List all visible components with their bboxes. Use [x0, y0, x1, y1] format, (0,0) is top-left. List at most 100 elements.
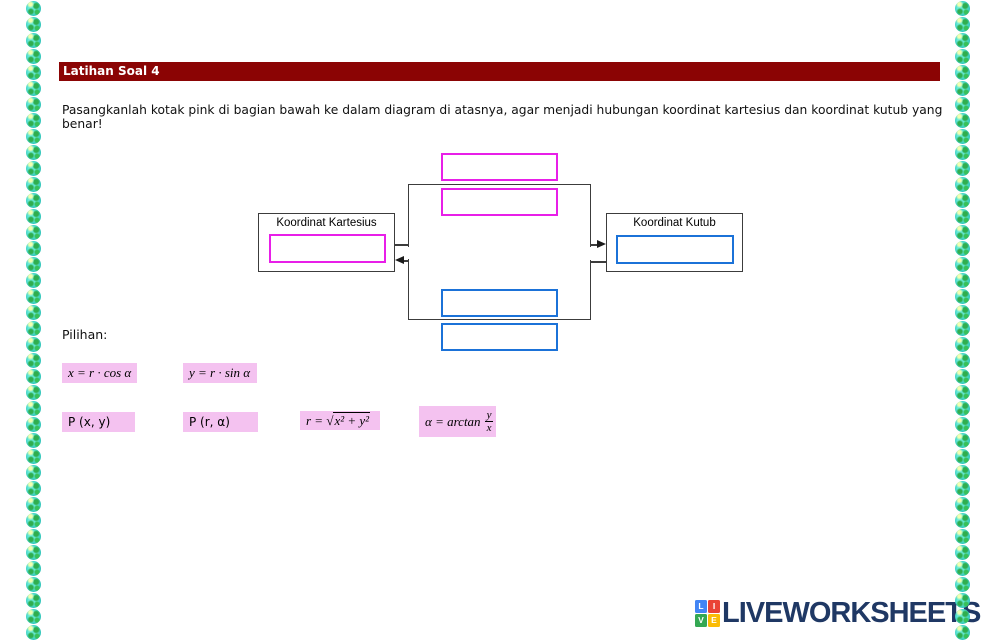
- globe-bead-icon: [26, 81, 41, 96]
- globe-bead-icon: [955, 577, 970, 592]
- globe-bead-icon: [955, 433, 970, 448]
- globe-bead-icon: [955, 209, 970, 224]
- globe-bead-icon: [26, 161, 41, 176]
- globe-bead-icon: [955, 273, 970, 288]
- globe-bead-icon: [955, 81, 970, 96]
- globe-bead-icon: [26, 545, 41, 560]
- globe-bead-icon: [26, 353, 41, 368]
- option-p-xy[interactable]: P (x, y): [62, 412, 135, 432]
- fraction-y-over-x: y x: [484, 408, 494, 434]
- connector-kutub-in-line: [591, 244, 599, 246]
- globe-bead-icon: [955, 289, 970, 304]
- globe-bead-icon: [26, 33, 41, 48]
- connector-kartesius-out: [395, 244, 409, 246]
- globe-bead-icon: [955, 609, 970, 624]
- globe-bead-icon: [955, 33, 970, 48]
- globe-bead-icon: [955, 305, 970, 320]
- globe-bead-icon: [955, 321, 970, 336]
- globe-bead-icon: [955, 529, 970, 544]
- globe-bead-icon: [26, 481, 41, 496]
- kartesius-node-label: Koordinat Kartesius: [276, 217, 377, 229]
- kartesius-drop-slot[interactable]: [269, 234, 386, 263]
- liveworksheets-logo-text: LIVEWORKSHEETS: [722, 597, 981, 629]
- globe-bead-icon: [955, 561, 970, 576]
- globe-bead-icon: [955, 497, 970, 512]
- instruction-text: Pasangkanlah kotak pink di bagian bawah …: [62, 103, 943, 131]
- logo-square-e: E: [708, 613, 720, 627]
- globe-bead-icon: [26, 129, 41, 144]
- globe-bead-icon: [26, 385, 41, 400]
- globe-bead-icon: [955, 481, 970, 496]
- globe-bead-icon: [26, 65, 41, 80]
- globe-bead-icon: [955, 241, 970, 256]
- globe-bead-icon: [955, 465, 970, 480]
- top-drop-slot-1[interactable]: [441, 153, 558, 181]
- globe-bead-icon: [955, 193, 970, 208]
- kutub-drop-slot[interactable]: [616, 235, 734, 264]
- globe-bead-icon: [26, 177, 41, 192]
- connector-kutub-out: [591, 261, 606, 263]
- globe-bead-icon: [955, 337, 970, 352]
- globe-bead-icon: [26, 1, 41, 16]
- option-p-r-alpha[interactable]: P (r, α): [183, 412, 258, 432]
- globe-bead-icon: [26, 145, 41, 160]
- globe-bead-icon: [26, 321, 41, 336]
- option-y-equals-rsin[interactable]: y = r · sin α: [183, 363, 257, 383]
- globe-bead-icon: [26, 577, 41, 592]
- globe-bead-icon: [955, 1, 970, 16]
- globe-bead-icon: [955, 625, 970, 640]
- globe-bead-icon: [26, 417, 41, 432]
- loop-right-gap: [589, 247, 594, 260]
- bottom-drop-slot-2[interactable]: [441, 323, 558, 351]
- kartesius-node: Koordinat Kartesius: [258, 213, 395, 272]
- globe-bead-icon: [26, 241, 41, 256]
- logo-square-i: I: [708, 599, 720, 613]
- globe-bead-icon: [26, 113, 41, 128]
- options-label: Pilihan:: [62, 327, 108, 342]
- globe-bead-icon: [26, 401, 41, 416]
- globe-bead-icon: [955, 177, 970, 192]
- connector-kartesius-in-line: [402, 260, 409, 262]
- loop-left-gap: [406, 247, 411, 259]
- globe-bead-icon: [26, 625, 41, 640]
- globe-bead-icon: [955, 225, 970, 240]
- globe-bead-icon: [26, 561, 41, 576]
- globe-bead-icon: [955, 257, 970, 272]
- globe-bead-icon: [26, 609, 41, 624]
- globe-bead-icon: [26, 273, 41, 288]
- globe-bead-icon: [955, 129, 970, 144]
- globe-bead-icon: [26, 529, 41, 544]
- option-x-equals-rcos[interactable]: x = r · cos α: [62, 363, 137, 383]
- globe-bead-icon: [26, 17, 41, 32]
- option-r-sqrt[interactable]: r = √x² + y²: [300, 411, 380, 430]
- option-alpha-arctan[interactable]: α = arctan y x: [419, 406, 496, 437]
- globe-bead-icon: [26, 433, 41, 448]
- globe-bead-icon: [26, 337, 41, 352]
- globe-bead-icon: [955, 593, 970, 608]
- globe-bead-icon: [955, 369, 970, 384]
- fraction-numerator: y: [484, 408, 494, 422]
- globe-bead-icon: [955, 449, 970, 464]
- arrow-into-kutub-icon: [597, 240, 606, 248]
- globe-bead-icon: [955, 145, 970, 160]
- arrow-into-kartesius-icon: [395, 256, 404, 264]
- top-drop-slot-2[interactable]: [441, 188, 558, 216]
- globe-bead-icon: [955, 97, 970, 112]
- sqrt-prefix: r = √: [306, 412, 334, 428]
- globe-bead-icon: [26, 513, 41, 528]
- kutub-node-label: Koordinat Kutub: [633, 217, 716, 229]
- globe-bead-icon: [955, 17, 970, 32]
- logo-square-v: V: [695, 613, 707, 627]
- globe-bead-icon: [26, 225, 41, 240]
- globe-bead-icon: [26, 209, 41, 224]
- globe-bead-icon: [26, 305, 41, 320]
- bottom-drop-slot-1[interactable]: [441, 289, 558, 317]
- globe-bead-icon: [955, 113, 970, 128]
- globe-bead-icon: [26, 257, 41, 272]
- arctan-prefix: α = arctan: [425, 413, 481, 429]
- globe-bead-icon: [955, 513, 970, 528]
- globe-bead-icon: [26, 497, 41, 512]
- globe-bead-icon: [26, 593, 41, 608]
- sqrt-radicand: x² + y²: [333, 412, 371, 428]
